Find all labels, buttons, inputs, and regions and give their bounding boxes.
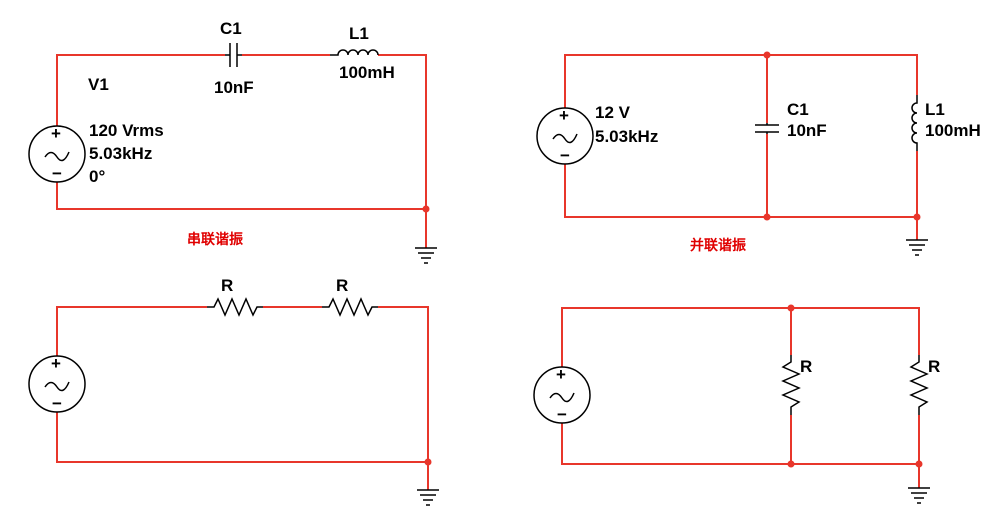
- capacitor-value-label: 10nF: [214, 78, 254, 97]
- series-resistor-circuit: + − R R: [28, 276, 439, 506]
- capacitor-c1: [225, 43, 242, 67]
- capacitor-name-label: C1: [220, 19, 242, 38]
- source-minus-sign: −: [52, 164, 62, 183]
- series-resonance-caption: 串联谐振: [187, 231, 243, 247]
- source-name-label: V1: [88, 75, 109, 94]
- inductor-value-label: 100mH: [925, 121, 981, 140]
- resistor-r1: [207, 297, 263, 317]
- junction-node: [763, 51, 771, 59]
- source-plus-sign: +: [556, 365, 566, 384]
- parallel-resistor-circuit: + − R R: [533, 304, 940, 504]
- parallel-resonance-caption: 并联谐振: [690, 237, 746, 253]
- wire: [56, 54, 225, 126]
- inductor-l1: [330, 49, 379, 56]
- source-plus-sign: +: [51, 354, 61, 373]
- resistor-r2: [909, 355, 929, 415]
- resistor-r1-label: R: [221, 276, 233, 295]
- resistor-r1-label: R: [800, 357, 812, 376]
- source-minus-sign: −: [560, 146, 570, 165]
- resistor-r2-label: R: [336, 276, 348, 295]
- capacitor-name-label: C1: [787, 100, 809, 119]
- inductor-name-label: L1: [349, 24, 369, 43]
- source-minus-sign: −: [557, 405, 567, 424]
- capacitor-value-label: 10nF: [787, 121, 827, 140]
- ground-icon: [908, 487, 930, 504]
- wire: [561, 307, 920, 367]
- ac-source: + −: [536, 106, 594, 165]
- junction-node: [787, 460, 795, 468]
- source-phase-label: 0°: [89, 167, 105, 186]
- source-plus-sign: +: [51, 124, 61, 143]
- capacitor-c1: [755, 123, 779, 134]
- source-frequency-label: 5.03kHz: [89, 144, 152, 163]
- junction-node: [763, 213, 771, 221]
- wire: [56, 306, 429, 463]
- junction-node: [915, 460, 923, 468]
- wire: [564, 54, 918, 108]
- ac-source: + −: [533, 365, 591, 424]
- junction-node: [422, 205, 430, 213]
- ground-icon: [417, 489, 439, 506]
- wire: [56, 306, 207, 356]
- resistor-r1: [781, 355, 801, 415]
- ground-icon: [415, 247, 437, 264]
- source-plus-sign: +: [559, 106, 569, 125]
- junction-node: [424, 458, 432, 466]
- source-voltage-label: 120 Vrms: [89, 121, 164, 140]
- wire: [564, 151, 918, 218]
- junction-node: [787, 304, 795, 312]
- resistor-r2-label: R: [928, 357, 940, 376]
- resistor-r2: [322, 297, 378, 317]
- series-resonance-circuit: + − V1 120 Vrms 5.03kHz 0° C1 10nF L1 10…: [28, 19, 437, 264]
- inductor-name-label: L1: [925, 100, 945, 119]
- inductor-l1: [911, 95, 918, 151]
- ac-source: + −: [28, 354, 86, 413]
- source-frequency-label: 5.03kHz: [595, 127, 658, 146]
- parallel-resonance-circuit: + − 12 V 5.03kHz C1 10nF L1 100mH 并联谐振: [536, 51, 981, 256]
- source-minus-sign: −: [52, 394, 62, 413]
- source-voltage-label: 12 V: [595, 103, 631, 122]
- junction-node: [913, 213, 921, 221]
- ground-icon: [906, 239, 928, 256]
- inductor-value-label: 100mH: [339, 63, 395, 82]
- ac-source-v1: + −: [28, 124, 86, 183]
- wire: [561, 415, 920, 465]
